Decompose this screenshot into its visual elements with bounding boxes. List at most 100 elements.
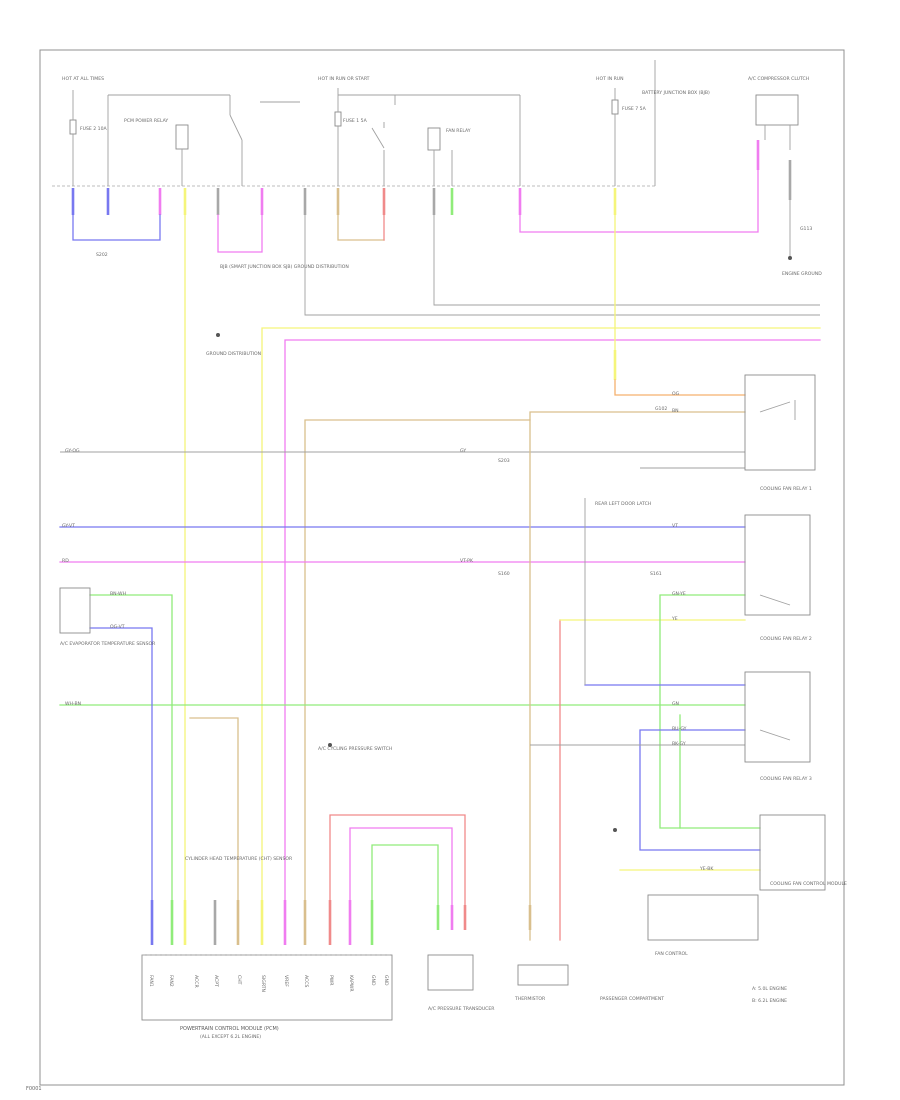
relay-1-switch <box>759 400 796 420</box>
relay-3-switch <box>759 729 791 741</box>
wire-violet-right-2 <box>639 729 761 851</box>
fuse-1-value: FUSE 2 10A <box>80 126 108 132</box>
battery-junction-box: HOT AT ALL TIMES FUSE 2 10A PCM POWER RE… <box>52 60 822 277</box>
page-number: F0001 <box>26 1086 42 1092</box>
iat-switch-label: A/C CYCLING PRESSURE SWITCH <box>318 746 392 752</box>
wire-tan-lower <box>189 717 239 941</box>
wire-label-vt-pk: VT-PK <box>460 558 474 564</box>
wire-pink-lower <box>349 827 453 941</box>
wire-orange <box>614 379 746 396</box>
fan-control-label: FAN CONTROL <box>655 951 688 957</box>
wire-label-wh-bn: WH-BN <box>65 701 81 707</box>
wire-label-gy-vt: GY-VT <box>62 523 75 529</box>
splice-s160-label: S160 <box>498 571 510 577</box>
fuse-3-supply-label: HOT IN RUN <box>596 76 624 82</box>
wire-pink-top <box>217 214 263 253</box>
pcm-pin-name-11: GND <box>370 975 376 986</box>
passenger-compartment-label: PASSENGER COMPARTMENT <box>600 996 664 1002</box>
ac-pressure-transducer-label: A/C PRESSURE TRANSDUCER <box>428 1006 495 1012</box>
wire-label-bu-gy: BU-GY <box>672 726 687 732</box>
wire-violet-lower <box>89 627 153 941</box>
cooling-fan-relays: COOLING FAN RELAY 1 COOLING FAN RELAY 2 … <box>595 374 847 891</box>
wire-label-gn: GN <box>672 701 679 707</box>
wires: S202 <box>59 169 821 941</box>
wire-label-vt: VT <box>672 523 678 529</box>
cooling-fan-relay-3-box <box>744 671 811 763</box>
wire-label-bk-gy: BK-GY <box>672 741 686 747</box>
cooling-fan-relay-3-label: COOLING FAN RELAY 3 <box>760 776 812 782</box>
ac-evaporator-sensor-box <box>59 587 91 634</box>
wire-gray-1 <box>304 215 820 316</box>
splice-s202-label: S202 <box>96 252 108 258</box>
junction-connectors <box>71 140 792 380</box>
pcm-pin-name-6: SIGRTN <box>260 975 266 992</box>
ac-evaporator-sensor: A/C EVAPORATOR TEMPERATURE SENSOR <box>59 587 156 647</box>
wire-label-og-vt: OG-VT <box>110 624 125 630</box>
wire-yellow-main <box>261 327 821 941</box>
pcm-pin-name-5: CHT <box>236 975 242 985</box>
powertrain-control-module: POWERTRAIN CONTROL MODULE (PCM) (ALL EXC… <box>141 746 393 1040</box>
ground-dot-2 <box>788 256 792 260</box>
fuse-1-symbol <box>69 119 77 135</box>
wire-label-og: OG <box>672 391 680 397</box>
splice-s161-label: S161 <box>650 571 662 577</box>
ground-g113-label: G113 <box>800 226 812 232</box>
pcm-box <box>141 954 393 1021</box>
fuse-3-value: FUSE 7 5A <box>622 106 647 112</box>
pcm-connector-pins <box>150 900 374 945</box>
note-a-label: A: 5.0L ENGINE <box>752 986 787 992</box>
pcm-relay-label: PCM POWER RELAY <box>124 118 168 124</box>
ground-symbols <box>216 256 792 832</box>
engine-ground-mid-label: GROUND DISTRIBUTION <box>206 351 261 357</box>
wire-tan-main <box>304 411 746 941</box>
wire-gray-2 <box>433 215 820 306</box>
thermistor-box <box>517 964 569 986</box>
ac-compressor-clutch-label: A/C COMPRESSOR CLUTCH <box>748 76 809 82</box>
wire-green-right <box>659 594 761 829</box>
ground-g102-label: G102 <box>655 406 667 412</box>
ground-dot-4 <box>613 828 617 832</box>
fuse-2-supply-label: HOT IN RUN OR START <box>318 76 370 82</box>
thermistor-label: THERMISTOR <box>514 996 546 1002</box>
wire-label-ye-bk: YE-BK <box>699 866 714 872</box>
pcm-pin-name-10: KAPWR <box>348 975 354 992</box>
cooling-fan-module-box <box>759 814 826 891</box>
pcm-pin-name-7: VREF <box>283 975 289 987</box>
wire-green-lower-2 <box>371 844 439 941</box>
ground-dot-1 <box>216 333 220 337</box>
fan-control-box <box>647 894 759 941</box>
pcm-pin-name-1: FAN1 <box>148 975 154 987</box>
battery-junction-label: BATTERY JUNCTION BOX (BJB) <box>642 90 710 96</box>
splice-s203-label: S203 <box>498 458 510 464</box>
cooling-fan-relay-1-label: COOLING FAN RELAY 1 <box>760 486 812 492</box>
rear-left-label: REAR LEFT DOOR LATCH <box>595 501 651 507</box>
wire-label-bn-wh: BN-WH <box>110 591 126 597</box>
wire-green-lower <box>89 594 173 941</box>
pcm-label: POWERTRAIN CONTROL MODULE (PCM) <box>180 1026 279 1032</box>
pcm-pin-name-12: GND <box>383 975 389 986</box>
wire-label-ye: YE <box>671 616 678 622</box>
pcm-pin-names: FAN1 FAN2 ACCR ACPT CHT SIGRTN VREF ACCS… <box>148 975 389 992</box>
fan-relay-coil <box>427 127 441 151</box>
pcm-pin-name-8: ACCS <box>303 975 309 987</box>
ac-pressure-transducer-box <box>427 954 474 991</box>
passenger-compartment: THERMISTOR PASSENGER COMPARTMENT FAN CON… <box>514 894 787 1004</box>
cooling-fan-relay-1-box <box>744 374 816 471</box>
fuse-2-symbol <box>334 111 342 127</box>
pcm-pin-name-3: ACCR <box>193 975 199 988</box>
wire-label-rd: RD <box>62 558 69 564</box>
relay-2-switch <box>759 594 791 606</box>
wire-pink-compressor <box>519 169 759 233</box>
wire-pink-main <box>284 339 821 941</box>
diagram-frame <box>39 49 845 1086</box>
wire-label-gn-ye: GN-YE <box>672 591 686 597</box>
fuse-1-supply-label: HOT AT ALL TIMES <box>62 76 104 82</box>
pcm-relay-coil <box>175 124 189 150</box>
wire-label-bn: BN <box>672 408 679 414</box>
engine-ground-label: ENGINE GROUND <box>782 271 822 277</box>
cooling-fan-relay-2-box <box>744 514 811 616</box>
fuse-3-symbol <box>611 99 619 115</box>
fuse-2-value: FUSE 1 5A <box>343 118 368 124</box>
ground-dot-3 <box>328 743 332 747</box>
